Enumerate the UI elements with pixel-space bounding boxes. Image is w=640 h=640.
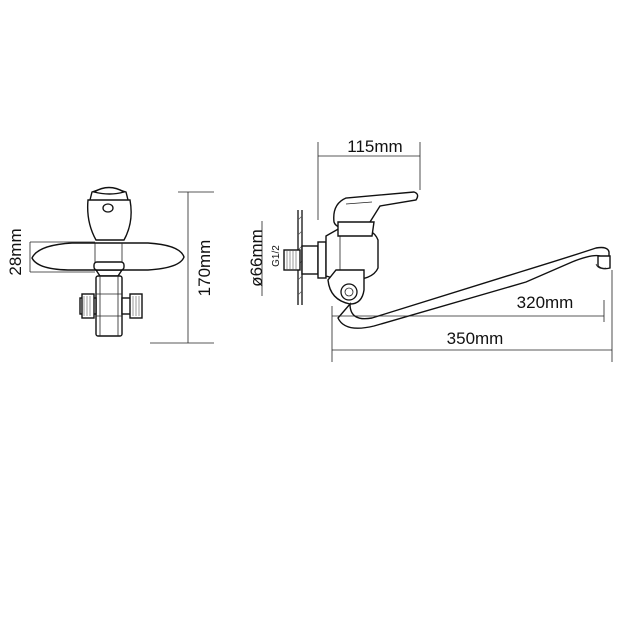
front-connectors	[79, 293, 143, 319]
lever-28-label: 28mm	[6, 228, 25, 275]
height-170-dimension: 170mm	[150, 191, 214, 344]
front-diverter	[93, 261, 125, 337]
mixer-body	[325, 226, 379, 305]
spout	[337, 246, 611, 329]
height-115-dimension: 115mm	[317, 137, 421, 220]
height-170-label: 170mm	[195, 240, 214, 297]
lever-28-dimension: 28mm	[6, 228, 95, 276]
flange-diameter-label: ø66mm	[247, 229, 266, 287]
thread-label: G1/2	[271, 245, 282, 267]
side-view: 115mm ø66mm G1/2	[247, 137, 613, 362]
side-lever	[333, 191, 419, 237]
reach-320-dimension: 320mm	[332, 293, 605, 322]
reach-350-label: 350mm	[447, 329, 504, 348]
reach-350-dimension: 350mm	[331, 270, 613, 362]
front-view: 170mm 28mm	[6, 186, 214, 344]
reach-320-label: 320mm	[517, 293, 574, 312]
flange-dimension: ø66mm G1/2	[247, 221, 282, 296]
height-115-label: 115mm	[347, 137, 402, 156]
front-body	[31, 242, 185, 271]
threaded-inlet	[283, 241, 327, 279]
front-handle	[86, 186, 132, 241]
